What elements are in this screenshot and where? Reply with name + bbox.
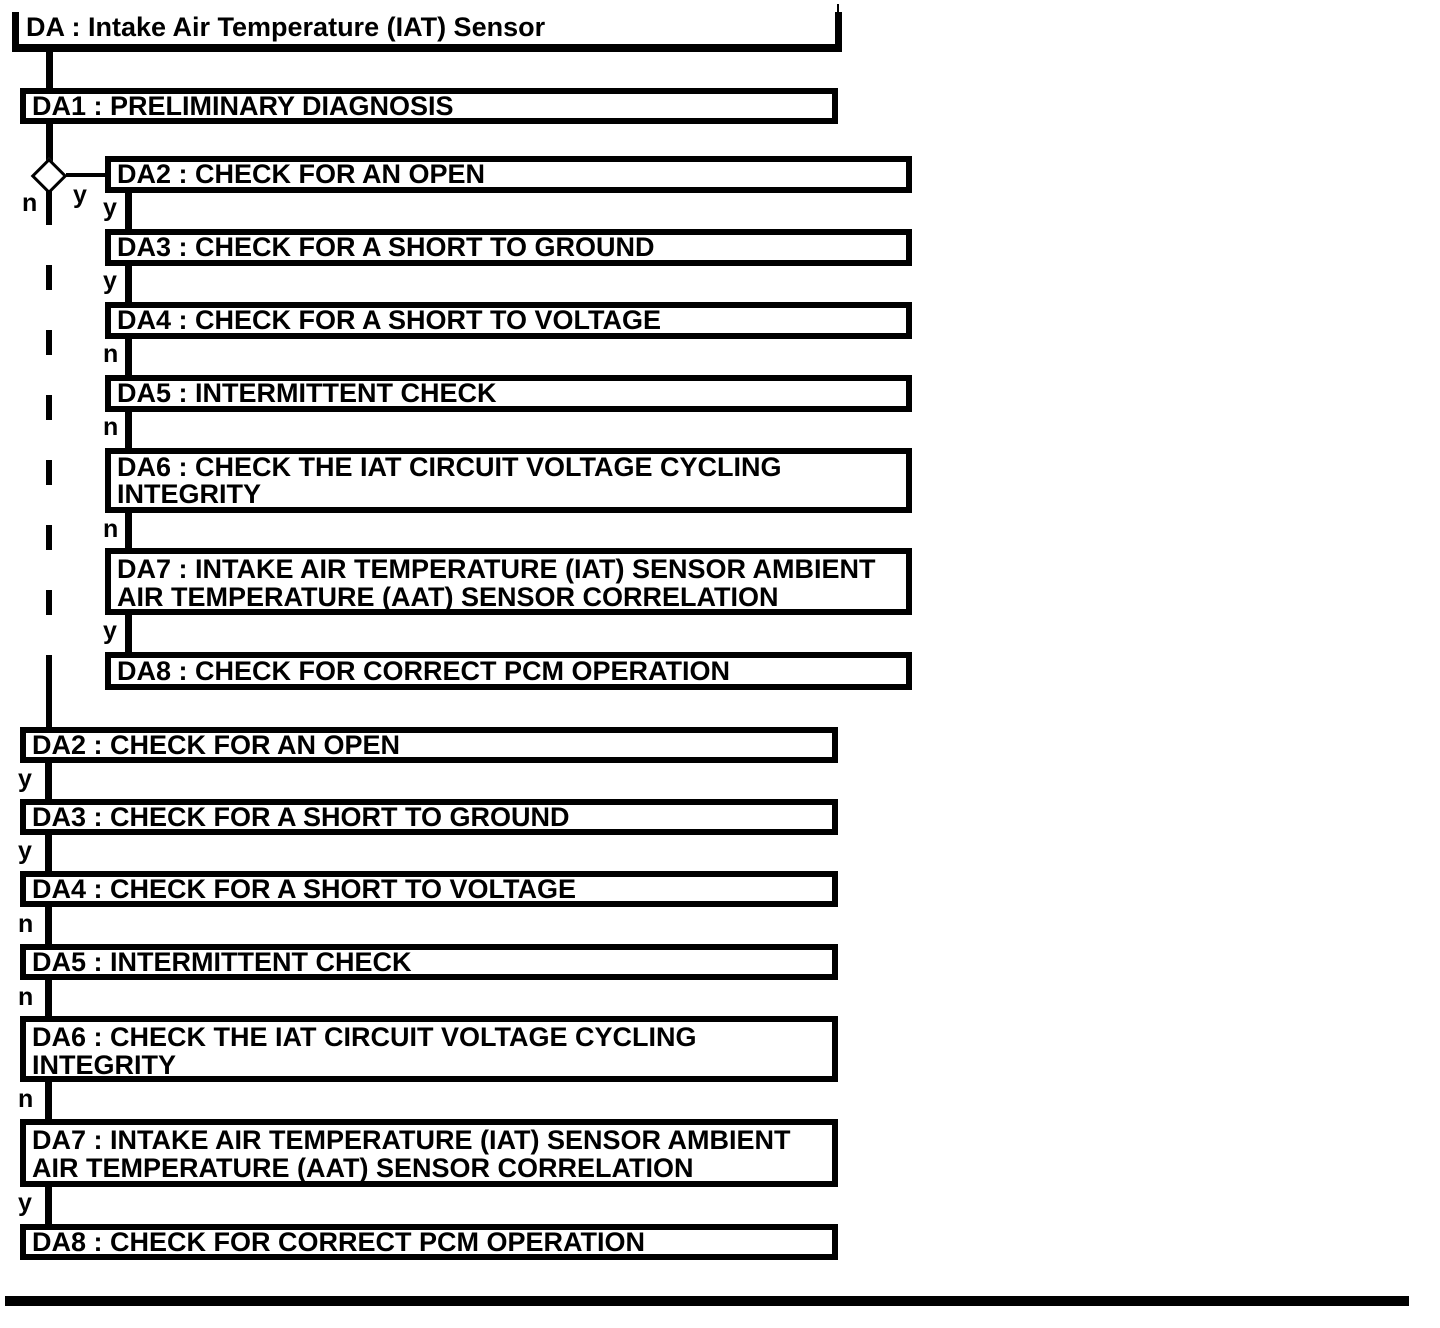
branch-label-no: n	[22, 189, 38, 217]
bottom-divider-rule	[5, 1296, 1409, 1306]
connector-line	[45, 905, 52, 947]
outcome-label: n	[18, 910, 34, 938]
connector-line	[45, 833, 52, 874]
outcome-label: n	[18, 1085, 34, 1113]
connector-line	[125, 410, 132, 450]
connector-line	[46, 51, 53, 89]
title-box-top-tick	[837, 4, 839, 13]
node-da2-indented: DA2 : CHECK FOR AN OPEN	[105, 156, 912, 193]
outcome-label: y	[18, 1189, 32, 1217]
outcome-label: y	[103, 617, 117, 645]
connector-line	[45, 761, 52, 802]
node-da4-indented: DA4 : CHECK FOR A SHORT TO VOLTAGE	[105, 302, 912, 339]
connector-line	[45, 1080, 52, 1122]
outcome-label: n	[18, 983, 34, 1011]
node-da6-indented: DA6 : CHECK THE IAT CIRCUIT VOLTAGE CYCL…	[105, 448, 912, 513]
connector-line	[46, 123, 53, 164]
connector-line	[125, 264, 132, 304]
connector-line	[45, 1185, 52, 1227]
flow-title-box: DA : Intake Air Temperature (IAT) Sensor	[12, 12, 842, 52]
node-da7-main: DA7 : INTAKE AIR TEMPERATURE (IAT) SENSO…	[20, 1119, 838, 1187]
dashed-connector-line	[46, 225, 52, 660]
node-da8-indented: DA8 : CHECK FOR CORRECT PCM OPERATION	[105, 652, 912, 690]
node-da7-indented: DA7 : INTAKE AIR TEMPERATURE (IAT) SENSO…	[105, 548, 912, 615]
connector-line	[46, 660, 52, 728]
connector-line	[66, 173, 105, 177]
outcome-label: n	[103, 340, 119, 368]
outcome-label: n	[103, 515, 119, 543]
node-da8-main: DA8 : CHECK FOR CORRECT PCM OPERATION	[20, 1224, 838, 1260]
connector-line	[125, 337, 132, 377]
node-da1: DA1 : PRELIMINARY DIAGNOSIS	[20, 88, 838, 124]
outcome-label: y	[103, 194, 117, 222]
node-da2-main: DA2 : CHECK FOR AN OPEN	[20, 727, 838, 763]
connector-line	[45, 978, 52, 1019]
outcome-label: y	[18, 837, 32, 865]
node-da6-main: DA6 : CHECK THE IAT CIRCUIT VOLTAGE CYCL…	[20, 1016, 838, 1082]
node-da3-indented: DA3 : CHECK FOR A SHORT TO GROUND	[105, 229, 912, 266]
node-da5-main: DA5 : INTERMITTENT CHECK	[20, 944, 838, 980]
connector-line	[46, 190, 52, 225]
node-da5-indented: DA5 : INTERMITTENT CHECK	[105, 375, 912, 412]
connector-line	[125, 511, 132, 550]
node-da4-main: DA4 : CHECK FOR A SHORT TO VOLTAGE	[20, 871, 838, 907]
outcome-label: y	[103, 267, 117, 295]
node-da3-main: DA3 : CHECK FOR A SHORT TO GROUND	[20, 799, 838, 835]
connector-line	[125, 613, 132, 654]
connector-line	[125, 191, 132, 231]
outcome-label: y	[18, 765, 32, 793]
branch-label-yes: y	[73, 181, 87, 209]
outcome-label: n	[103, 413, 119, 441]
